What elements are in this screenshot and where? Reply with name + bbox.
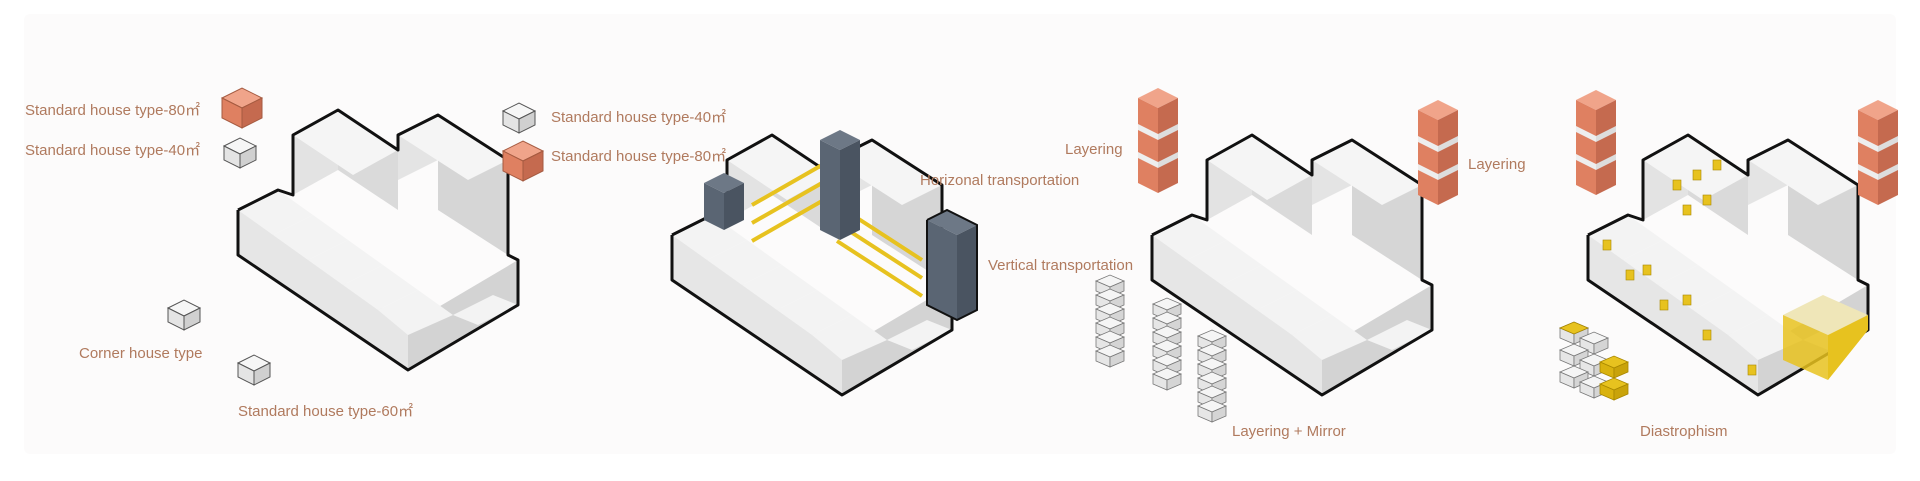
- corner-house-icon: [167, 299, 201, 331]
- legend-std-40: Standard house type-40㎡: [551, 109, 726, 126]
- label-vertical-transportation: Vertical transportation: [988, 257, 1133, 274]
- legend-std-80: Standard house type-80㎡: [551, 148, 726, 165]
- brick-tower-left-d4: [1576, 90, 1616, 195]
- brick-tower-right: [1418, 100, 1458, 205]
- unit-stack-b: [1152, 297, 1182, 391]
- mixed-unit-cluster: [1558, 321, 1630, 401]
- vertical-core-left: [704, 173, 744, 230]
- brick-tower-right-d4: [1858, 100, 1898, 205]
- house-60-icon: [237, 354, 271, 386]
- label-std-80: Standard house type-80㎡: [25, 102, 200, 119]
- house-80-icon: [221, 87, 263, 129]
- unit-stack-c: [1197, 329, 1227, 423]
- massing-model-transportation: [670, 130, 978, 397]
- label-std-60: Standard house type-60㎡: [238, 403, 413, 420]
- house-40-icon: [223, 137, 257, 169]
- window-openings: [1602, 159, 1757, 376]
- label-layering-right: Layering: [1468, 156, 1526, 173]
- massing-model-house-types: [236, 108, 520, 372]
- label-horizontal-transportation: Horizonal transportation: [920, 172, 1079, 189]
- caption-diastrophism: Diastrophism: [1640, 423, 1728, 440]
- label-corner: Corner house type: [79, 345, 202, 362]
- massing-model-layering-mirror: [1150, 133, 1434, 397]
- brick-tower-left: [1138, 88, 1178, 193]
- label-std-40: Standard house type-40㎡: [25, 142, 200, 159]
- label-layering-left: Layering: [1065, 141, 1123, 158]
- massing-model-diastrophism: [1586, 133, 1870, 397]
- shifted-yellow-block: [1783, 295, 1868, 380]
- unit-stack-a: [1095, 274, 1125, 368]
- vertical-core-center: [820, 130, 860, 240]
- caption-layering-mirror: Layering + Mirror: [1232, 423, 1346, 440]
- legend-house-40-icon: [502, 102, 536, 134]
- vertical-core-right: [926, 208, 978, 322]
